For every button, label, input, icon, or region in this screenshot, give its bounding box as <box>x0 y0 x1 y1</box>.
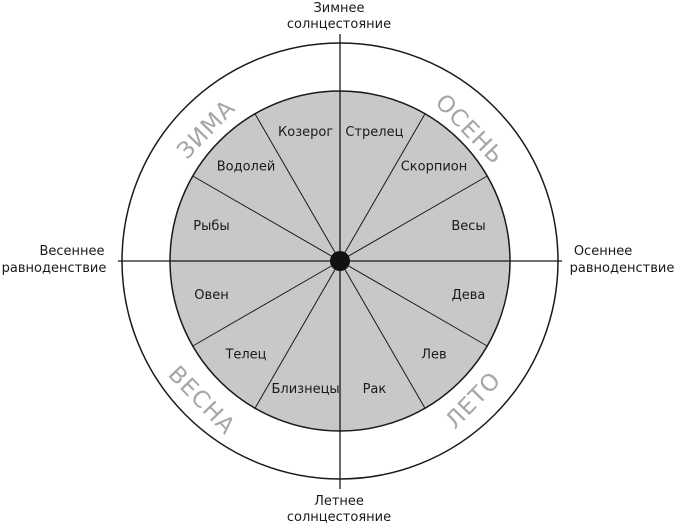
sector-line <box>339 175 488 262</box>
sector-line <box>339 113 426 262</box>
sector-line <box>254 113 341 262</box>
marker-right: Осеннее равноденствие <box>570 244 675 276</box>
marker-bottom-line2: солнцестояние <box>287 510 391 525</box>
sign-label: Весы <box>451 219 485 234</box>
sign-label: Скорпион <box>401 160 468 175</box>
sector-line <box>254 260 341 409</box>
sector-lines <box>192 113 488 409</box>
sector-line <box>339 260 488 347</box>
sign-label: Стрелец <box>345 125 403 140</box>
marker-left: Весеннее равноденствие <box>2 244 107 276</box>
sign-label: Рыбы <box>193 219 229 234</box>
sign-label: Телец <box>224 348 266 363</box>
sign-label: Лев <box>421 348 446 363</box>
marker-bottom-line1: Летнее <box>314 494 364 509</box>
marker-right-line2: равноденствие <box>570 261 675 276</box>
marker-right-line1: Осеннее <box>574 244 632 259</box>
sector-line <box>192 260 341 347</box>
marker-top: Зимнее солнцестояние <box>287 1 391 32</box>
sign-label: Рак <box>363 382 387 397</box>
marker-left-line1: Весеннее <box>39 244 104 259</box>
marker-bottom: Летнее солнцестояние <box>287 494 391 525</box>
marker-top-line1: Зимнее <box>313 1 364 16</box>
marker-left-line2: равноденствие <box>2 261 107 276</box>
sign-label: Близнецы <box>271 382 339 397</box>
sign-label: Дева <box>452 288 486 303</box>
sign-label: Козерог <box>278 125 333 140</box>
center-dot <box>330 251 350 271</box>
sign-label: Овен <box>194 288 228 303</box>
sector-line <box>339 260 426 409</box>
sector-line <box>192 175 341 262</box>
marker-top-line2: солнцестояние <box>287 17 391 32</box>
sign-label: Водолей <box>217 160 276 175</box>
